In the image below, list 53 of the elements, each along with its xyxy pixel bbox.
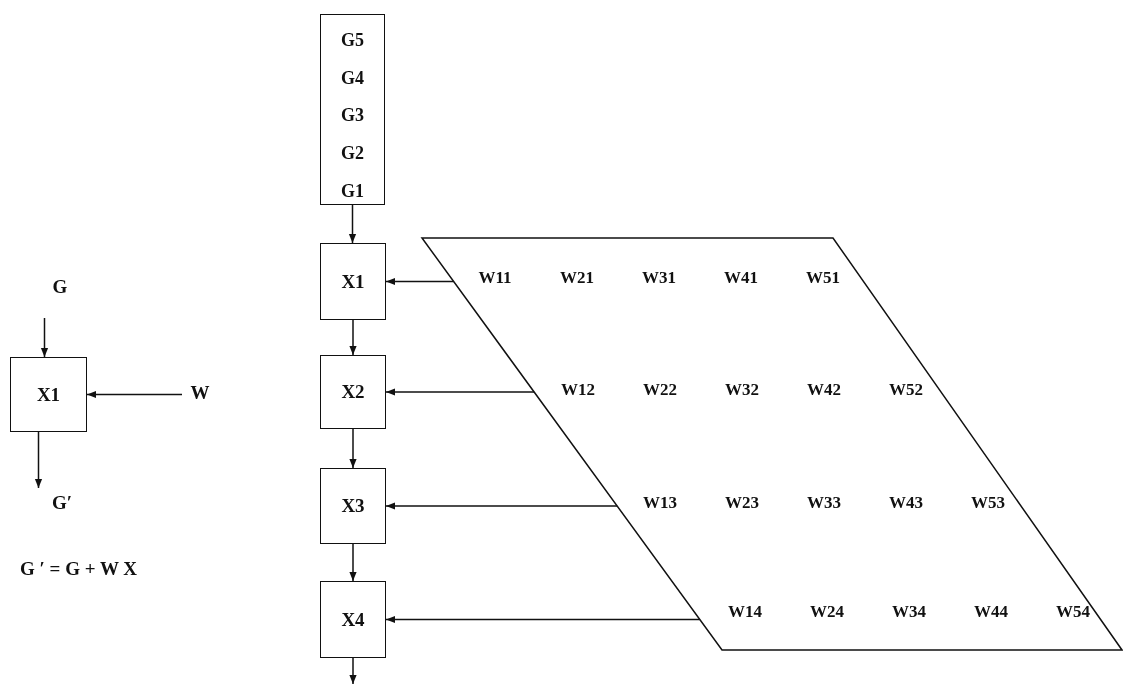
- weight-label: W23: [725, 493, 759, 513]
- equation-text: G ′ = G + W X: [20, 558, 138, 580]
- weight-label: W14: [728, 602, 762, 622]
- register-box: [320, 14, 385, 205]
- arrow: [349, 428, 357, 469]
- weight-label: W44: [974, 602, 1008, 622]
- weight-label: W51: [806, 268, 840, 288]
- arrow: [349, 657, 357, 685]
- arrow: [349, 319, 357, 356]
- register-label: G2: [340, 143, 365, 163]
- process-box: [320, 355, 386, 429]
- weight-label: W24: [810, 602, 844, 622]
- arrow: [40, 317, 49, 358]
- weight-label: W33: [807, 493, 841, 513]
- weight-label: W54: [1056, 602, 1090, 622]
- process-box: [320, 243, 386, 320]
- box-label: X2: [341, 381, 365, 403]
- weight-label: W53: [971, 493, 1005, 513]
- weight-matrix-parallelogram: [422, 238, 1122, 650]
- signal-label: W: [190, 382, 210, 404]
- weight-label: W21: [560, 268, 594, 288]
- arrow: [348, 204, 357, 244]
- register-label: G1: [340, 181, 365, 201]
- arrow: [385, 388, 535, 396]
- arrow: [385, 502, 618, 510]
- arrow: [349, 543, 357, 582]
- process-box: [10, 357, 87, 432]
- box-label: X1: [341, 270, 365, 293]
- box-label: X1: [36, 383, 61, 406]
- arrow: [34, 431, 43, 489]
- weight-label: W52: [889, 380, 923, 400]
- weight-label: W41: [724, 268, 758, 288]
- weight-label: W31: [642, 268, 676, 288]
- weight-label: W42: [807, 380, 841, 400]
- weight-label: W12: [561, 380, 595, 400]
- box-label: X4: [341, 608, 365, 631]
- arrow: [86, 390, 183, 399]
- arrow: [385, 277, 455, 286]
- box-label: X3: [341, 495, 365, 517]
- register-label: G3: [340, 105, 365, 125]
- arrow: [385, 615, 701, 624]
- register-label: G4: [340, 68, 365, 88]
- signal-label: G: [52, 276, 68, 298]
- weight-label: W34: [892, 602, 926, 622]
- register-label: G5: [340, 30, 365, 50]
- process-box: [320, 581, 386, 658]
- weight-label: W43: [889, 493, 923, 513]
- weight-label: W11: [478, 268, 512, 288]
- process-box: [320, 468, 386, 544]
- signal-label: G′: [51, 492, 73, 514]
- weight-label: W32: [725, 380, 759, 400]
- weight-label: W22: [643, 380, 677, 400]
- weight-label: W13: [643, 493, 677, 513]
